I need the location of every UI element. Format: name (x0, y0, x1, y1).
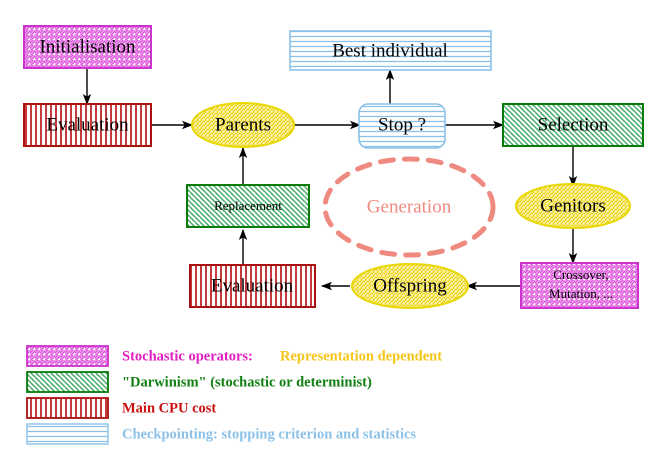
legend-label-main-cpu-cost: Main CPU cost (122, 400, 216, 416)
edge-layer (82, 68, 578, 291)
node-generation-label: Generation (367, 196, 452, 217)
node-best-individual[interactable]: Best individual (289, 30, 492, 71)
legend-label-darwinism: "Darwinism" (stochastic or determinist) (122, 374, 372, 390)
node-evaluation-top[interactable]: Evaluation (23, 103, 152, 147)
legend-row-darwinism: "Darwinism" (stochastic or determinist) (26, 371, 372, 393)
node-offspring[interactable]: Offspring (351, 263, 469, 309)
node-generation: Generation (322, 156, 496, 258)
legend-swatch-blue-horizontal (26, 423, 109, 445)
node-replacement-label: Replacement (214, 198, 282, 213)
node-replacement[interactable]: Replacement (186, 184, 310, 228)
legend-row-checkpointing: Checkpointing: stopping criterion and st… (26, 423, 416, 445)
node-stop[interactable]: Stop ? (358, 103, 446, 149)
legend-label-checkpointing: Checkpointing: stopping criterion and st… (122, 426, 416, 442)
legend-label-representation-dependent: Representation dependent (280, 348, 442, 364)
node-genitors[interactable]: Genitors (515, 183, 631, 229)
legend: Stochastic operators: Representation dep… (26, 345, 442, 445)
node-initialisation[interactable]: Initialisation (23, 25, 152, 69)
node-selection-label: Selection (538, 114, 609, 135)
node-best-individual-label: Best individual (332, 40, 448, 61)
node-crossover-mutation-label-line1: Crossover, (553, 267, 608, 282)
node-genitors-label: Genitors (540, 195, 605, 216)
node-offspring-label: Offspring (373, 275, 447, 296)
legend-row-stochastic-operators: Stochastic operators: Representation dep… (26, 345, 442, 367)
legend-row-main-cpu-cost: Main CPU cost (26, 397, 216, 419)
node-evaluation-bottom-label: Evaluation (211, 275, 294, 296)
legend-swatch-green-diagonal (26, 371, 109, 393)
node-stop-label: Stop ? (378, 114, 426, 135)
legend-label-stochastic-operators: Stochastic operators: (122, 348, 253, 364)
node-crossover-mutation-label-line2: Mutation, ... (549, 286, 613, 301)
node-initialisation-label: Initialisation (39, 36, 136, 57)
node-evaluation-bottom[interactable]: Evaluation (189, 264, 316, 308)
node-evaluation-top-label: Evaluation (46, 114, 129, 135)
legend-swatch-red-vertical (26, 397, 109, 419)
node-parents[interactable]: Parents (191, 102, 295, 148)
node-selection[interactable]: Selection (502, 103, 644, 147)
legend-swatch-magenta-diagonal (26, 345, 109, 367)
node-crossover-mutation[interactable]: Crossover, Mutation, ... (520, 262, 639, 309)
node-parents-label: Parents (215, 114, 271, 135)
